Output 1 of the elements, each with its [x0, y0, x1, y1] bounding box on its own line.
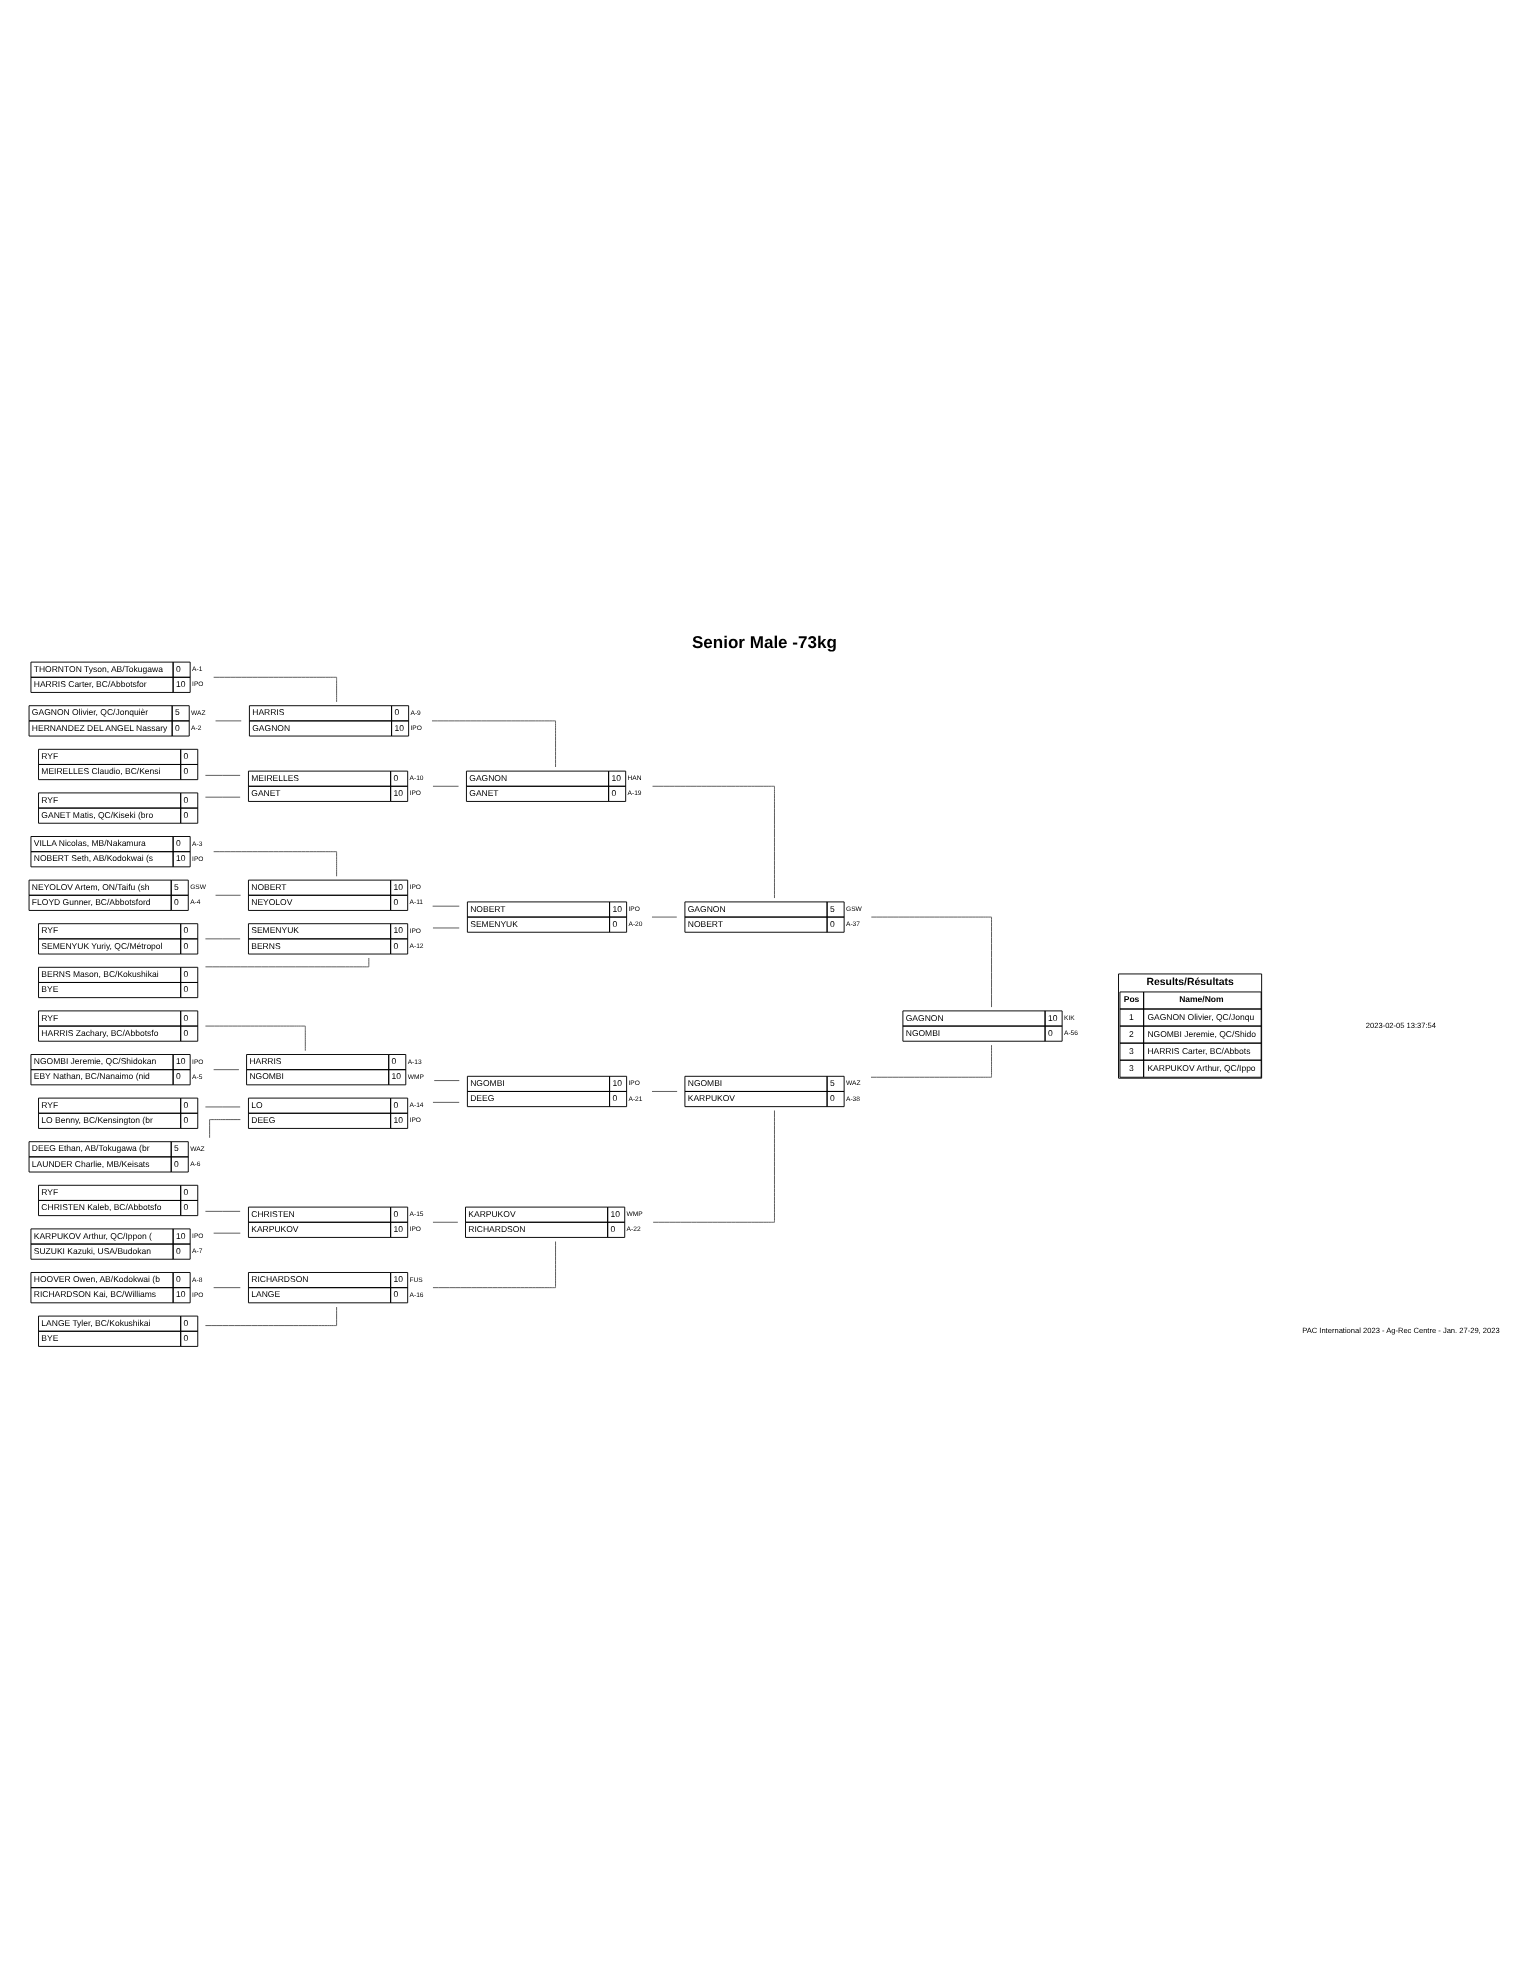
diagram-title: Senior Male -73kg	[692, 631, 837, 652]
